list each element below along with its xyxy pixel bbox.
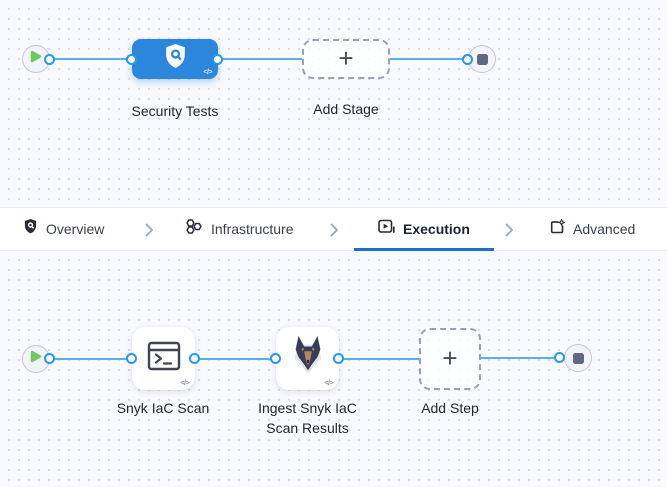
connector-line <box>195 358 276 360</box>
add-step-label: Add Step <box>421 400 479 416</box>
tab-execution[interactable]: Execution <box>378 208 470 250</box>
tab-overview-label: Overview <box>46 221 105 237</box>
tab-infrastructure[interactable]: Infrastructure <box>185 208 293 250</box>
stop-icon <box>476 53 488 65</box>
code-badge-icon: </> <box>324 380 333 387</box>
infrastructure-icon <box>185 218 203 241</box>
link-port[interactable] <box>462 54 473 65</box>
snyk-dog-icon <box>289 335 327 382</box>
terminal-icon <box>147 341 181 376</box>
link-port[interactable] <box>333 353 344 364</box>
code-badge-icon: </> <box>180 380 189 387</box>
link-port[interactable] <box>189 353 200 364</box>
link-port[interactable] <box>44 54 55 65</box>
stop-icon <box>572 352 584 364</box>
stage-canvas: </> + Security Tests Add Stage <box>0 0 667 207</box>
step-label: Snyk IaC Scan <box>116 400 210 416</box>
chevron-right-icon <box>505 223 514 242</box>
execution-icon <box>378 219 395 240</box>
connector-line <box>50 58 132 60</box>
add-step-button[interactable]: + <box>419 328 481 390</box>
tab-advanced-label: Advanced <box>573 221 636 237</box>
link-port[interactable] <box>270 353 281 364</box>
play-icon <box>30 350 42 368</box>
tab-advanced[interactable]: Advanced <box>549 208 635 250</box>
active-tab-underline <box>354 248 494 251</box>
connector-line <box>481 357 560 359</box>
link-port[interactable] <box>212 54 223 65</box>
tab-execution-label: Execution <box>403 221 470 237</box>
security-shield-icon <box>163 43 188 75</box>
connector-line <box>218 58 302 60</box>
link-port[interactable] <box>126 54 137 65</box>
step-node-snyk-iac-scan[interactable]: </> <box>132 327 195 390</box>
code-badge-icon: </> <box>203 69 212 76</box>
advanced-icon <box>549 218 565 240</box>
plus-icon: + <box>338 43 354 73</box>
steps-end-node <box>564 344 592 372</box>
chevron-right-icon <box>145 223 154 242</box>
connector-line <box>50 358 132 360</box>
link-port[interactable] <box>554 352 565 363</box>
link-port[interactable] <box>44 353 55 364</box>
execution-step-canvas: </> </> + <box>0 251 667 487</box>
shield-icon <box>23 218 38 240</box>
chevron-right-icon <box>330 223 339 242</box>
play-icon <box>30 50 42 68</box>
add-stage-label: Add Stage <box>313 101 379 117</box>
stage-label: Security Tests <box>131 103 219 119</box>
link-port[interactable] <box>126 353 137 364</box>
tab-infrastructure-label: Infrastructure <box>211 221 294 237</box>
stage-node-security-tests[interactable]: </> <box>132 39 218 79</box>
step-label: Ingest Snyk IaC Scan Results <box>258 400 357 436</box>
plus-icon: + <box>442 343 458 373</box>
connector-line <box>390 58 468 60</box>
stage-config-tab-bar: Overview Infrastructure <box>0 207 667 251</box>
connector-line <box>339 358 419 360</box>
tab-overview[interactable]: Overview <box>23 208 104 250</box>
step-node-ingest-snyk-results[interactable]: </> <box>276 327 339 390</box>
add-stage-button[interactable]: + <box>302 39 390 79</box>
